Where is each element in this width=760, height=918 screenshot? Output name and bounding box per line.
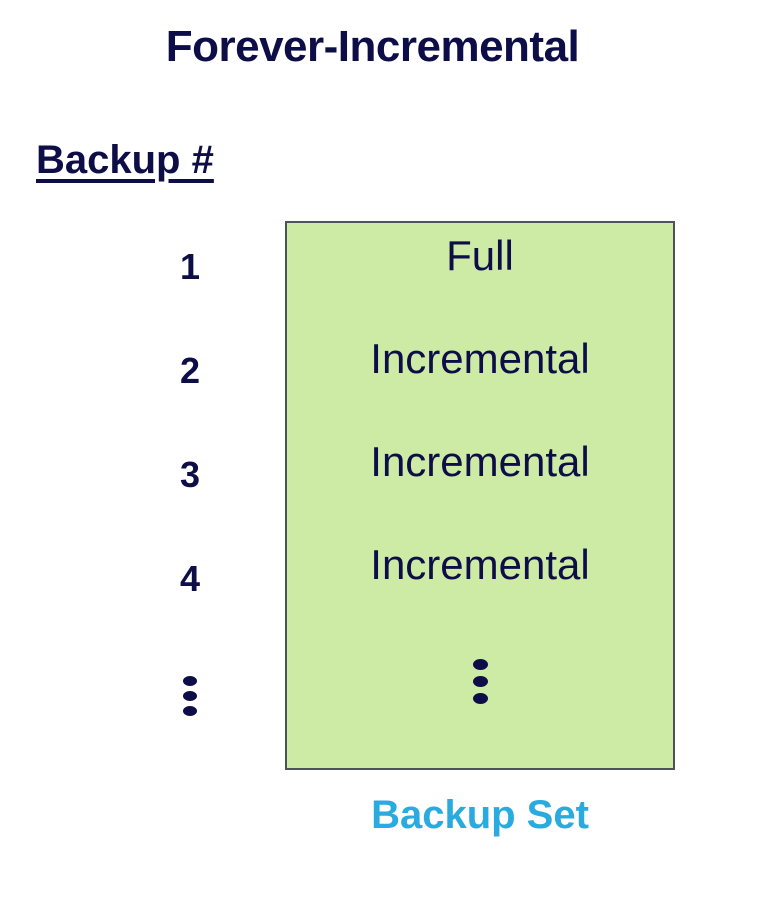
vertical-ellipsis-icon bbox=[183, 671, 197, 721]
page-title: Forever-Incremental bbox=[165, 22, 580, 71]
backup-set-box: Full Incremental Incremental Incremental bbox=[285, 221, 675, 770]
backup-set-caption: Backup Set bbox=[371, 793, 589, 837]
backup-set-row-3: Incremental bbox=[370, 438, 590, 485]
backup-number-1: 1 bbox=[179, 246, 201, 287]
vertical-ellipsis-icon bbox=[472, 653, 488, 710]
backup-set-row-1: Full bbox=[446, 232, 514, 279]
backup-number-4: 4 bbox=[179, 558, 201, 599]
backup-set-row-4: Incremental bbox=[370, 541, 590, 588]
backup-number-ellipsis bbox=[120, 671, 260, 727]
backup-set-row-ellipsis bbox=[287, 653, 673, 717]
backup-set-row-2: Incremental bbox=[370, 335, 590, 382]
backup-number-column-header: Backup # bbox=[36, 138, 214, 182]
backup-number-2: 2 bbox=[179, 350, 201, 391]
backup-number-3: 3 bbox=[179, 454, 201, 495]
backup-number-column: 1 2 3 4 bbox=[120, 221, 260, 770]
